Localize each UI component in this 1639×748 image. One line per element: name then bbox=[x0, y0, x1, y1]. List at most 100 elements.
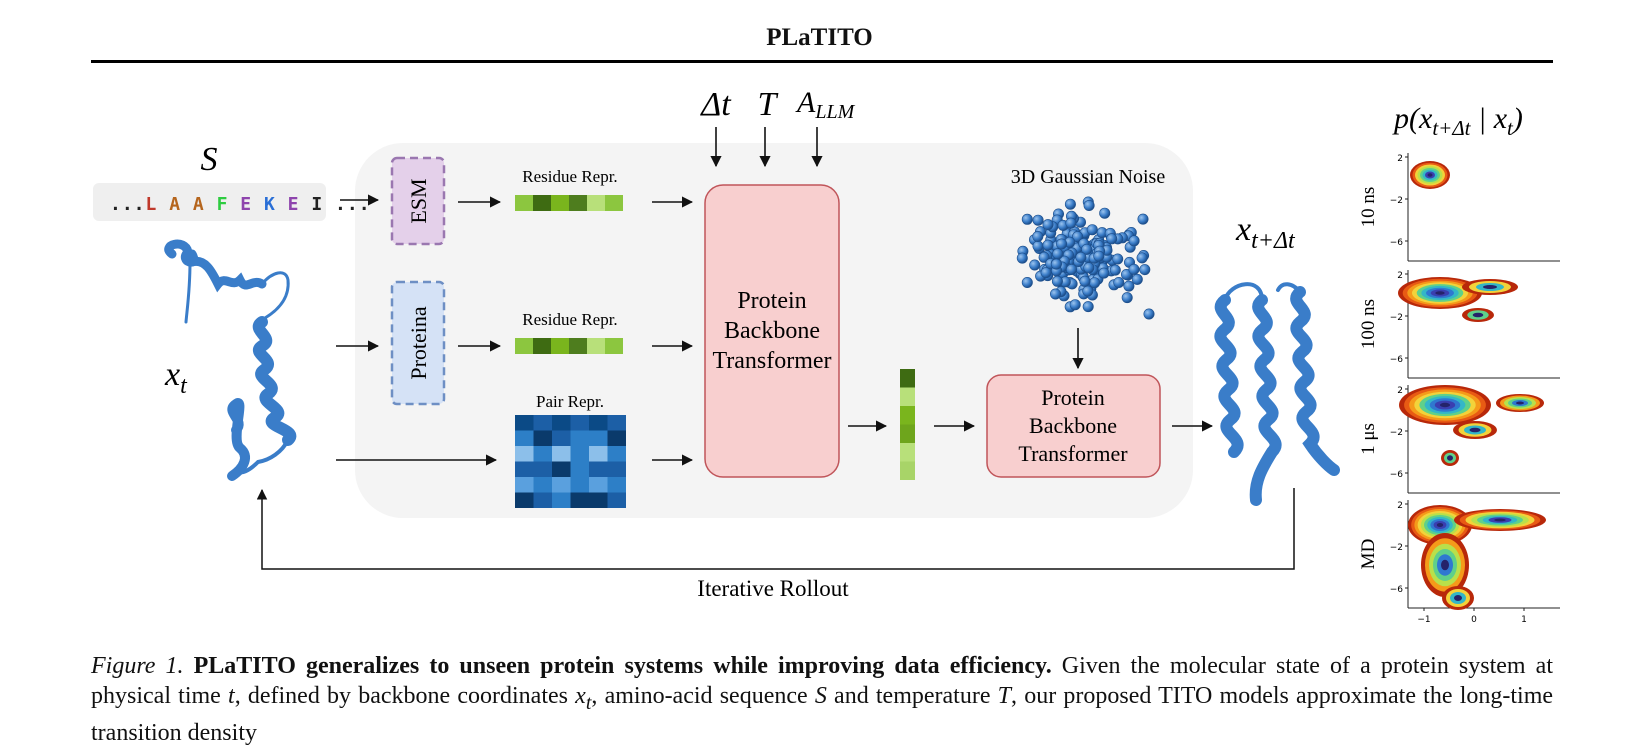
noise-particle bbox=[1042, 219, 1054, 231]
pair-repr-cell bbox=[589, 415, 608, 431]
density-ytick: 2 bbox=[1397, 154, 1403, 164]
latent-cell bbox=[900, 369, 915, 388]
pair-repr-cell bbox=[607, 430, 626, 446]
noise-particle bbox=[1112, 253, 1124, 265]
sequence-text: ...L A A F E K E I ... bbox=[110, 194, 371, 215]
density-contour bbox=[1447, 455, 1453, 461]
noise-particle bbox=[1050, 288, 1062, 300]
noise-particle bbox=[1051, 275, 1063, 287]
caption-bold: PLaTITO generalizes to unseen protein sy… bbox=[193, 653, 1052, 679]
noise-particle bbox=[1131, 273, 1143, 285]
residue-repr-cell bbox=[605, 338, 623, 354]
noise-particle bbox=[1083, 262, 1095, 274]
residue-repr-bar-2 bbox=[515, 338, 623, 354]
caption-T: T bbox=[997, 683, 1012, 709]
transformer-2-line-2: Backbone bbox=[1029, 413, 1117, 438]
sequence-residue: L bbox=[146, 194, 170, 215]
density-ytick: 2 bbox=[1397, 501, 1403, 511]
pair-repr-cell bbox=[552, 430, 571, 446]
sequence-symbol: S bbox=[201, 141, 218, 178]
density-contour bbox=[1516, 401, 1524, 405]
pair-repr-cell bbox=[607, 446, 626, 462]
noise-particle bbox=[1064, 198, 1076, 210]
pair-repr-cell bbox=[589, 430, 608, 446]
pair-repr-cell bbox=[515, 430, 534, 446]
density-contour bbox=[1435, 291, 1445, 295]
noise-particle bbox=[1032, 240, 1044, 252]
pair-repr-cell bbox=[552, 461, 571, 477]
noise-particle bbox=[1079, 275, 1091, 287]
density-contour bbox=[1494, 518, 1506, 522]
noise-particle bbox=[1021, 276, 1033, 288]
noise-particle bbox=[1143, 308, 1155, 320]
pair-repr-cell bbox=[589, 477, 608, 493]
noise-particle bbox=[1050, 258, 1062, 270]
density-title: p(xt+Δt | xt) bbox=[1392, 102, 1523, 140]
esm-label: ESM bbox=[406, 178, 431, 223]
noise-label: 3D Gaussian Noise bbox=[1011, 166, 1166, 188]
noise-particle bbox=[1075, 251, 1087, 263]
pair-repr-cell bbox=[552, 492, 571, 508]
noise-particle bbox=[1123, 280, 1135, 292]
density-ytick: −2 bbox=[1390, 543, 1403, 553]
noise-particle bbox=[1083, 200, 1095, 212]
sequence-residue: A bbox=[169, 194, 193, 215]
caption-part-2: , defined by backbone coordinates bbox=[234, 683, 576, 709]
pair-repr-cell bbox=[570, 461, 589, 477]
pair-repr-cell bbox=[533, 461, 552, 477]
density-xtick: 0 bbox=[1471, 615, 1477, 625]
caption-x-sub: t bbox=[585, 691, 592, 714]
noise-particle bbox=[1137, 213, 1149, 225]
state-symbol: xt bbox=[164, 356, 188, 399]
density-ytick: −6 bbox=[1390, 355, 1404, 365]
noise-particle bbox=[1082, 285, 1094, 297]
caption-label: Figure 1. bbox=[91, 653, 184, 679]
protein-backbone-transformer-2 bbox=[986, 374, 1161, 478]
residue-repr-cell bbox=[569, 195, 587, 211]
pair-repr-cell bbox=[570, 492, 589, 508]
pair-repr-cell bbox=[607, 477, 626, 493]
pair-repr-cell bbox=[607, 461, 626, 477]
noise-particle bbox=[1136, 252, 1148, 264]
pair-repr-cell bbox=[533, 415, 552, 431]
pair-repr-matrix bbox=[515, 415, 626, 508]
protein-backbone-transformer-1 bbox=[704, 184, 840, 478]
pair-repr-cell bbox=[533, 430, 552, 446]
noise-particle bbox=[1139, 264, 1151, 276]
delta-t-label: Δt bbox=[699, 86, 732, 123]
pair-repr-cell bbox=[515, 477, 534, 493]
density-contour bbox=[1454, 595, 1462, 601]
caption-part-1: Given the molecular state of a protein s… bbox=[91, 653, 1553, 709]
residue-repr-cell bbox=[515, 195, 533, 211]
noise-particle bbox=[1098, 267, 1110, 279]
noise-particle bbox=[1128, 263, 1140, 275]
figure-1: S ...L A A F E K E I ... xt ESM Proteina… bbox=[93, 86, 1560, 625]
proteina-label: Proteina bbox=[406, 306, 431, 380]
latent-cell bbox=[900, 443, 915, 462]
density-row-label: 1 μs bbox=[1358, 423, 1379, 455]
pair-repr-cell bbox=[607, 415, 626, 431]
noise-particle bbox=[1106, 233, 1118, 245]
density-contour bbox=[1441, 559, 1449, 571]
noise-particle bbox=[1121, 268, 1133, 280]
sequence-residue: A bbox=[193, 194, 217, 215]
pair-repr-cell bbox=[552, 415, 571, 431]
sequence-residue: I bbox=[311, 194, 335, 215]
figure-caption: Figure 1. PLaTITO generalizes to unseen … bbox=[91, 651, 1553, 748]
density-ytick: −2 bbox=[1390, 196, 1403, 206]
noise-particle bbox=[1021, 213, 1033, 225]
noise-particle bbox=[1082, 301, 1094, 313]
residue-repr-cell bbox=[551, 195, 569, 211]
density-contour bbox=[1483, 285, 1497, 289]
noise-particle bbox=[1113, 276, 1125, 288]
noise-particle bbox=[1032, 231, 1044, 243]
density-ytick: −6 bbox=[1390, 585, 1404, 595]
density-panel: 10 ns2−2−6 bbox=[1358, 153, 1560, 262]
residue-repr-cell bbox=[587, 195, 605, 211]
caption-x: x bbox=[575, 683, 586, 709]
density-panel: 100 ns2−2−6 bbox=[1358, 270, 1560, 379]
caption-part-4: and temperature bbox=[826, 683, 998, 709]
noise-particle bbox=[1128, 235, 1140, 247]
density-row-label: 10 ns bbox=[1358, 187, 1379, 228]
